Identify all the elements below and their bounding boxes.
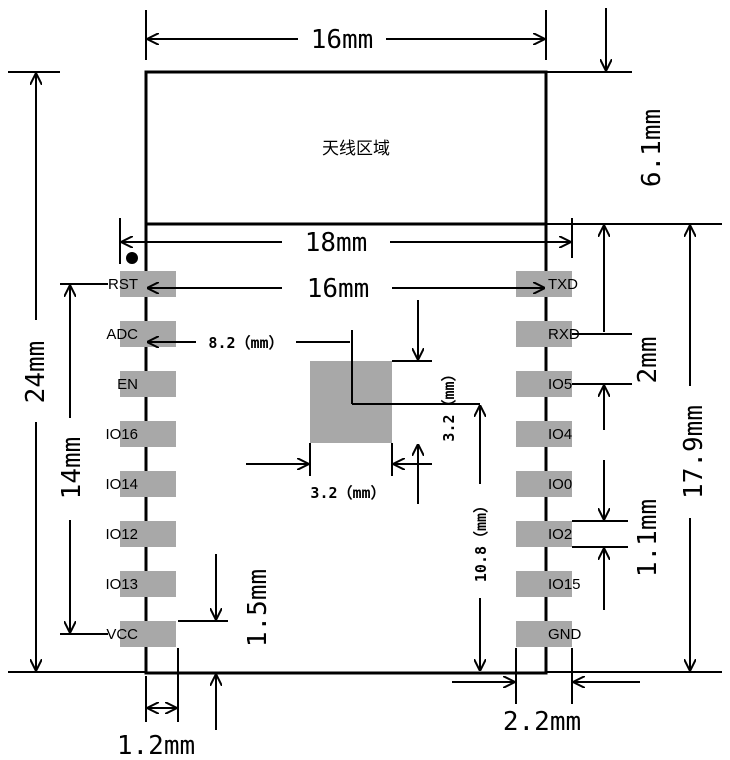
module-height-label: 24mm <box>21 341 51 404</box>
right-pin-label: IO2 <box>548 526 572 543</box>
left-pad <box>120 421 176 447</box>
left-pin-label: ADC <box>106 326 138 343</box>
right-pin-label: IO5 <box>548 376 572 393</box>
chip-x-offset-label: 8.2（mm） <box>208 334 283 352</box>
right-pin-label: TXD <box>548 276 578 293</box>
antenna-area-label: 天线区域 <box>322 139 390 159</box>
right-pad <box>516 421 572 447</box>
antenna-height-label: 6.1mm <box>637 109 667 187</box>
left-pad <box>120 521 176 547</box>
left-pad <box>120 371 176 397</box>
left-pad <box>120 471 176 497</box>
right-margin-label: 2.2mm <box>503 707 581 737</box>
right-pad <box>516 321 572 347</box>
pin1-marker <box>126 252 138 264</box>
right-pad <box>516 521 572 547</box>
left-pin-label: IO16 <box>105 426 138 443</box>
module-width-label: 16mm <box>311 25 374 55</box>
pad-width-label: 1.2mm <box>117 731 195 760</box>
pad-length-label: 1.5mm <box>243 569 273 647</box>
chip-height-label: 3.2（mm） <box>440 366 458 441</box>
pin-pitch-label: 2mm <box>633 337 663 384</box>
right-pin-label: GND <box>548 626 582 643</box>
right-height-label: 17.9mm <box>679 405 709 499</box>
chip-y-offset-label: 10.8（mm） <box>472 498 490 582</box>
pad-gap-label: 1.1mm <box>633 499 663 577</box>
pad-inner-width-label: 16mm <box>307 274 370 304</box>
left-pad <box>120 571 176 597</box>
right-pin-label: IO15 <box>548 576 581 593</box>
right-pad <box>516 371 572 397</box>
left-pad <box>120 621 176 647</box>
left-pin-label: VCC <box>106 626 138 643</box>
left-pin-label: RST <box>108 276 138 293</box>
left-pin-label: IO13 <box>105 576 138 593</box>
right-pin-label: RXD <box>548 326 580 343</box>
right-pin-label: IO0 <box>548 476 572 493</box>
right-pad <box>516 571 572 597</box>
pin-span-width-label: 18mm <box>305 228 368 258</box>
right-pad <box>516 621 572 647</box>
left-pin-label: IO14 <box>105 476 138 493</box>
right-pin-label: IO4 <box>548 426 572 443</box>
left-pin-label: IO12 <box>105 526 138 543</box>
left-pin-span-label: 14mm <box>57 437 87 500</box>
right-pad <box>516 471 572 497</box>
left-pin-label: EN <box>117 376 138 393</box>
chip-width-label: 3.2（mm） <box>310 484 385 502</box>
